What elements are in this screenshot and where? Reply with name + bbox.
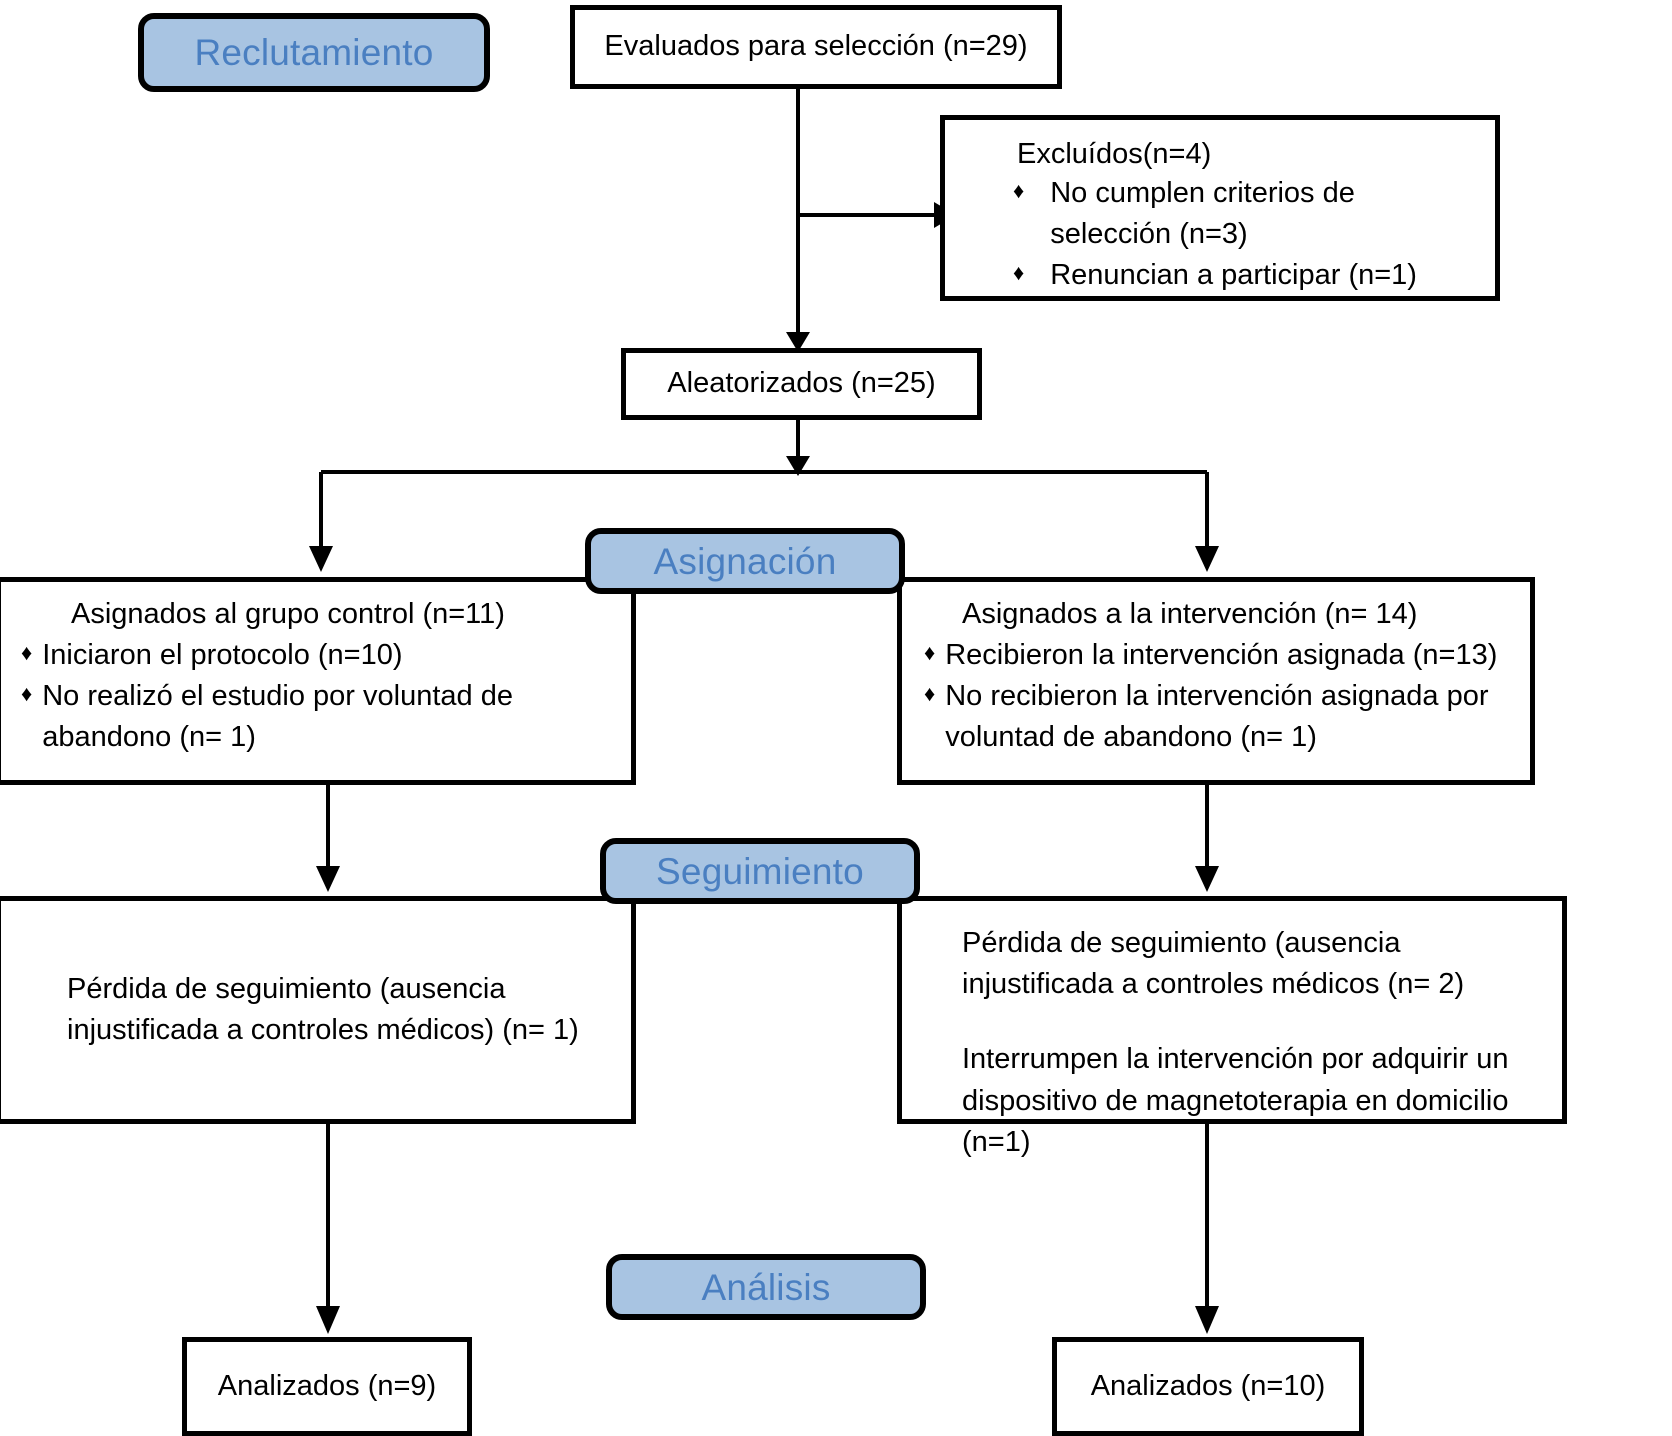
stage-label-recruitment: Reclutamiento — [194, 32, 434, 73]
node-screened-text: Evaluados para selección (n=29) — [604, 30, 1028, 63]
node-allocation-intervention-item-0-text: Recibieron la intervención asignada (n=1… — [945, 639, 1498, 671]
node-randomized: Aleatorizados (n=25) — [621, 348, 982, 420]
node-allocation-control-item-0-text: Iniciaron el protocolo (n=10) — [42, 639, 403, 671]
stage-badge-analysis: Análisis — [606, 1254, 926, 1320]
node-followup-intervention-paragraph-0: Pérdida de seguimiento (ausencia injusti… — [962, 927, 1465, 1001]
node-followup-intervention: Pérdida de seguimiento (ausencia injusti… — [897, 896, 1567, 1158]
node-allocation-control-item-1: ♦ No realizó el estudio por voluntad de … — [21, 676, 607, 758]
node-allocation-control-item-1-text: No realizó el estudio por voluntad de ab… — [42, 680, 513, 754]
node-allocation-intervention-title: Asignados a la intervención (n= 14) — [962, 598, 1418, 630]
node-allocation-intervention-item-1-text: No recibieron la intervención asignada p… — [945, 680, 1489, 754]
stage-label-followup: Seguimiento — [656, 850, 864, 892]
node-allocation-control: Asignados al grupo control (n=11) ♦ Inic… — [0, 577, 636, 785]
node-allocation-intervention-item-0: ♦ Recibieron la intervención asignada (n… — [924, 635, 1506, 676]
node-analyzed-intervention: Analizados (n=10) — [1052, 1337, 1364, 1436]
node-excluded-item-1: ♦ Renuncian a participar (n=1) — [971, 255, 1469, 296]
stage-label-analysis: Análisis — [701, 1266, 831, 1308]
node-allocation-intervention: Asignados a la intervención (n= 14) ♦ Re… — [897, 577, 1535, 785]
node-followup-intervention-paragraph-1: Interrumpen la intervención por adquirir… — [962, 1043, 1509, 1158]
node-analyzed-control: Analizados (n=9) — [182, 1337, 472, 1436]
diamond-bullet-icon: ♦ — [1013, 260, 1025, 286]
node-excluded-item-0: ♦ No cumplen criterios de selección (n=3… — [971, 173, 1469, 255]
diamond-bullet-icon: ♦ — [924, 640, 936, 665]
diamond-bullet-icon: ♦ — [924, 681, 936, 707]
stage-badge-allocation: Asignación — [585, 528, 905, 594]
node-excluded-item-0-text: No cumplen criterios de selección (n=3) — [1050, 177, 1355, 251]
diamond-bullet-icon: ♦ — [21, 681, 33, 707]
node-excluded-title: Excluídos(n=4) — [1017, 138, 1212, 170]
node-randomized-text: Aleatorizados (n=25) — [667, 367, 936, 400]
stage-badge-followup: Seguimiento — [600, 838, 920, 904]
node-allocation-control-title: Asignados al grupo control (n=11) — [71, 598, 505, 630]
diamond-bullet-icon: ♦ — [1013, 178, 1025, 203]
node-allocation-control-item-0: ♦ Iniciaron el protocolo (n=10) — [21, 635, 607, 676]
node-analyzed-control-text: Analizados (n=9) — [217, 1369, 437, 1402]
node-allocation-intervention-item-1: ♦ No recibieron la intervención asignada… — [924, 676, 1506, 758]
node-excluded-item-1-text: Renuncian a participar (n=1) — [1050, 259, 1417, 292]
diamond-bullet-icon: ♦ — [21, 640, 33, 665]
stage-label-allocation: Asignación — [653, 540, 837, 582]
node-followup-control: Pérdida de seguimiento (ausencia injusti… — [0, 896, 636, 1124]
node-screened: Evaluados para selección (n=29) — [570, 5, 1062, 89]
stage-badge-recruitment: Reclutamiento — [138, 13, 490, 92]
node-excluded: Excluídos(n=4) ♦ No cumplen criterios de… — [940, 115, 1500, 301]
node-followup-control-paragraph-0: Pérdida de seguimiento (ausencia injusti… — [67, 972, 579, 1046]
node-analyzed-intervention-text: Analizados (n=10) — [1090, 1369, 1326, 1402]
